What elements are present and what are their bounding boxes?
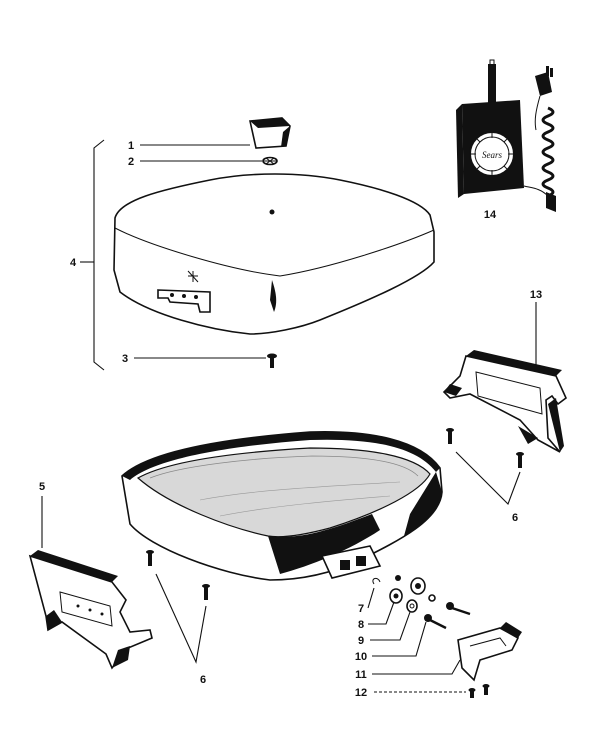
leg-screws-right bbox=[446, 428, 524, 468]
callout-10: 10 bbox=[355, 651, 367, 663]
leader-7 bbox=[367, 587, 375, 609]
leader-10 bbox=[372, 621, 427, 657]
callout-9: 9 bbox=[358, 635, 364, 647]
skillet-leg-left bbox=[28, 550, 153, 670]
callout-13: 13 bbox=[530, 289, 542, 301]
callout-6-left: 6 bbox=[200, 674, 206, 686]
leg-screws-left bbox=[146, 550, 210, 600]
terminal-hardware bbox=[372, 575, 522, 698]
skillet-leg-right bbox=[442, 350, 567, 453]
skillet-lid bbox=[113, 173, 435, 335]
callout-5: 5 bbox=[39, 481, 45, 493]
leader-8 bbox=[368, 601, 395, 625]
lid-screw bbox=[267, 353, 277, 368]
leader-6-left bbox=[155, 573, 207, 664]
callout-2: 2 bbox=[128, 156, 134, 168]
callout-3: 3 bbox=[122, 353, 128, 365]
callout-8: 8 bbox=[358, 619, 364, 631]
leader-9 bbox=[370, 611, 411, 641]
leader-6-right bbox=[455, 451, 521, 505]
callout-7: 7 bbox=[358, 603, 364, 615]
lid-knob bbox=[249, 117, 291, 149]
callout-4: 4 bbox=[70, 257, 77, 269]
lid-washer bbox=[262, 156, 278, 166]
callout-11: 11 bbox=[355, 669, 367, 681]
callout-6-right: 6 bbox=[512, 512, 518, 524]
callout-1: 1 bbox=[128, 140, 134, 152]
callout-12: 12 bbox=[355, 687, 367, 699]
control-brand-logo: Sears bbox=[482, 150, 502, 160]
bracket-part-4 bbox=[80, 139, 105, 371]
skillet-pan bbox=[121, 430, 443, 581]
temperature-control-and-cord: Sears bbox=[456, 59, 556, 212]
leader-11 bbox=[372, 659, 461, 675]
callout-14: 14 bbox=[484, 209, 497, 221]
